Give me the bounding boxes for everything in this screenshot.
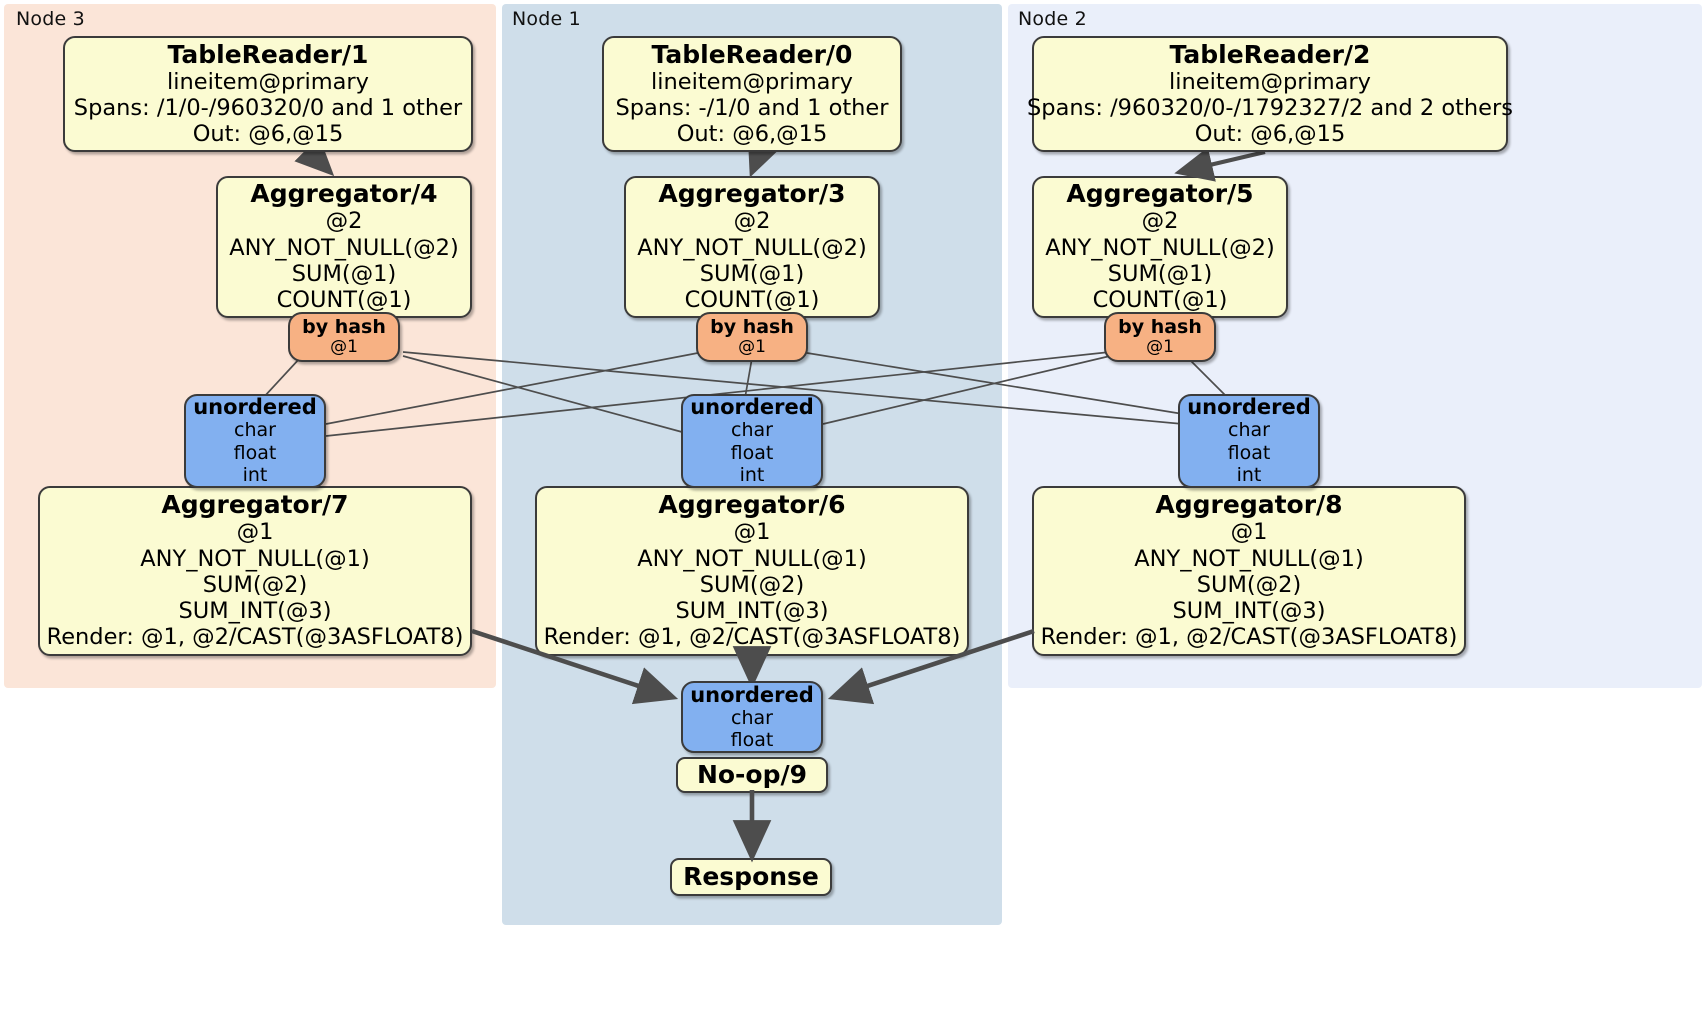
processor-aggregator-4[interactable]: Aggregator/4 @2 ANY_NOT_NULL(@2) SUM(@1)… (216, 176, 472, 318)
receiver-unordered-center[interactable]: unordered char float int (681, 394, 823, 488)
box-line: Spans: -/1/0 and 1 other (615, 94, 889, 121)
box-title: Aggregator/4 (250, 179, 438, 209)
box-line: SUM(@2) (1196, 571, 1302, 598)
receiver-line: char (731, 419, 773, 442)
receiver-line: float (233, 441, 277, 464)
box-line: SUM_INT(@3) (178, 598, 332, 625)
box-line: @2 (733, 208, 771, 235)
box-title: Response (683, 862, 819, 891)
receiver-line: float (730, 729, 774, 752)
box-title: No-op/9 (696, 760, 808, 789)
processor-aggregator-3[interactable]: Aggregator/3 @2 ANY_NOT_NULL(@2) SUM(@1)… (624, 176, 880, 318)
router-line: @1 (330, 337, 358, 358)
box-title: Aggregator/8 (1155, 490, 1343, 520)
box-line: ANY_NOT_NULL(@2) (229, 234, 459, 261)
receiver-title: unordered (193, 395, 317, 420)
receiver-title: unordered (690, 682, 814, 707)
box-line: Spans: /1/0-/960320/0 and 1 other (73, 94, 463, 121)
box-title: TableReader/1 (167, 39, 369, 69)
box-line: ANY_NOT_NULL(@1) (140, 545, 370, 572)
box-line: Render: @1, @2/CAST(@3ASFLOAT8) (543, 624, 961, 651)
receiver-line: char (1228, 419, 1270, 442)
box-title: Aggregator/6 (658, 490, 846, 520)
processor-table-reader-2[interactable]: TableReader/2 lineitem@primary Spans: /9… (1027, 36, 1513, 152)
router-by-hash-right[interactable]: by hash @1 (1104, 312, 1216, 362)
box-title: TableReader/0 (651, 39, 853, 69)
box-line: lineitem@primary (1169, 68, 1371, 95)
receiver-line: float (730, 441, 774, 464)
box-line: lineitem@primary (651, 68, 853, 95)
processor-aggregator-6[interactable]: Aggregator/6 @1 ANY_NOT_NULL(@1) SUM(@2)… (535, 486, 969, 656)
box-line: ANY_NOT_NULL(@1) (637, 545, 867, 572)
box-title: Aggregator/5 (1066, 179, 1254, 209)
box-line: @2 (325, 208, 363, 235)
receiver-line: char (234, 419, 276, 442)
receiver-line: float (1227, 441, 1271, 464)
processor-table-reader-0[interactable]: TableReader/0 lineitem@primary Spans: -/… (602, 36, 902, 152)
router-title: by hash (1118, 316, 1202, 339)
box-title: Aggregator/3 (658, 179, 846, 209)
box-line: SUM(@1) (291, 261, 397, 287)
box-line: SUM(@2) (202, 571, 308, 598)
box-title: Aggregator/7 (161, 490, 349, 520)
receiver-unordered-final[interactable]: unordered char float (681, 681, 823, 753)
box-line: Render: @1, @2/CAST(@3ASFLOAT8) (46, 624, 464, 651)
box-line: COUNT(@1) (276, 287, 412, 314)
box-line: Spans: /960320/0-/1792327/2 and 2 others (1027, 94, 1514, 121)
box-line: Out: @6,@15 (192, 121, 344, 148)
node-panel-label-node1: Node 1 (512, 8, 581, 30)
receiver-line: int (739, 464, 765, 487)
node-panel-label-node2: Node 2 (1018, 8, 1087, 30)
box-line: COUNT(@1) (1092, 287, 1228, 314)
box-line: Out: @6,@15 (1194, 121, 1346, 148)
router-title: by hash (710, 316, 794, 339)
processor-table-reader-1[interactable]: TableReader/1 lineitem@primary Spans: /1… (63, 36, 473, 152)
processor-aggregator-7[interactable]: Aggregator/7 @1 ANY_NOT_NULL(@1) SUM(@2)… (38, 486, 472, 656)
box-line: COUNT(@1) (684, 287, 820, 314)
box-line: SUM(@1) (1107, 261, 1213, 287)
box-line: lineitem@primary (167, 68, 369, 95)
box-line: ANY_NOT_NULL(@2) (1045, 234, 1275, 261)
processor-aggregator-8[interactable]: Aggregator/8 @1 ANY_NOT_NULL(@1) SUM(@2)… (1032, 486, 1466, 656)
receiver-line: int (242, 464, 268, 487)
box-line: @2 (1141, 208, 1179, 235)
box-line: SUM_INT(@3) (675, 598, 829, 625)
receiver-unordered-left[interactable]: unordered char float int (184, 394, 326, 488)
receiver-title: unordered (1187, 395, 1311, 420)
receiver-line: int (1236, 464, 1262, 487)
node-panel-label-node3: Node 3 (16, 8, 85, 30)
receiver-title: unordered (690, 395, 814, 420)
box-line: Render: @1, @2/CAST(@3ASFLOAT8) (1040, 624, 1458, 651)
router-line: @1 (1146, 337, 1174, 358)
box-line: Out: @6,@15 (676, 121, 828, 148)
box-title: TableReader/2 (1169, 39, 1371, 69)
receiver-line: char (731, 706, 773, 729)
processor-no-op-9[interactable]: No-op/9 (676, 757, 828, 793)
processor-aggregator-5[interactable]: Aggregator/5 @2 ANY_NOT_NULL(@2) SUM(@1)… (1032, 176, 1288, 318)
box-line: SUM(@2) (699, 571, 805, 598)
router-by-hash-center[interactable]: by hash @1 (696, 312, 808, 362)
box-line: ANY_NOT_NULL(@2) (637, 234, 867, 261)
box-line: SUM_INT(@3) (1172, 598, 1326, 625)
router-by-hash-left[interactable]: by hash @1 (288, 312, 400, 362)
router-line: @1 (738, 337, 766, 358)
processor-response[interactable]: Response (670, 858, 832, 896)
router-title: by hash (302, 316, 386, 339)
box-line: @1 (1230, 519, 1268, 546)
box-line: SUM(@1) (699, 261, 805, 287)
box-line: ANY_NOT_NULL(@1) (1134, 545, 1364, 572)
box-line: @1 (236, 519, 274, 546)
receiver-unordered-right[interactable]: unordered char float int (1178, 394, 1320, 488)
box-line: @1 (733, 519, 771, 546)
